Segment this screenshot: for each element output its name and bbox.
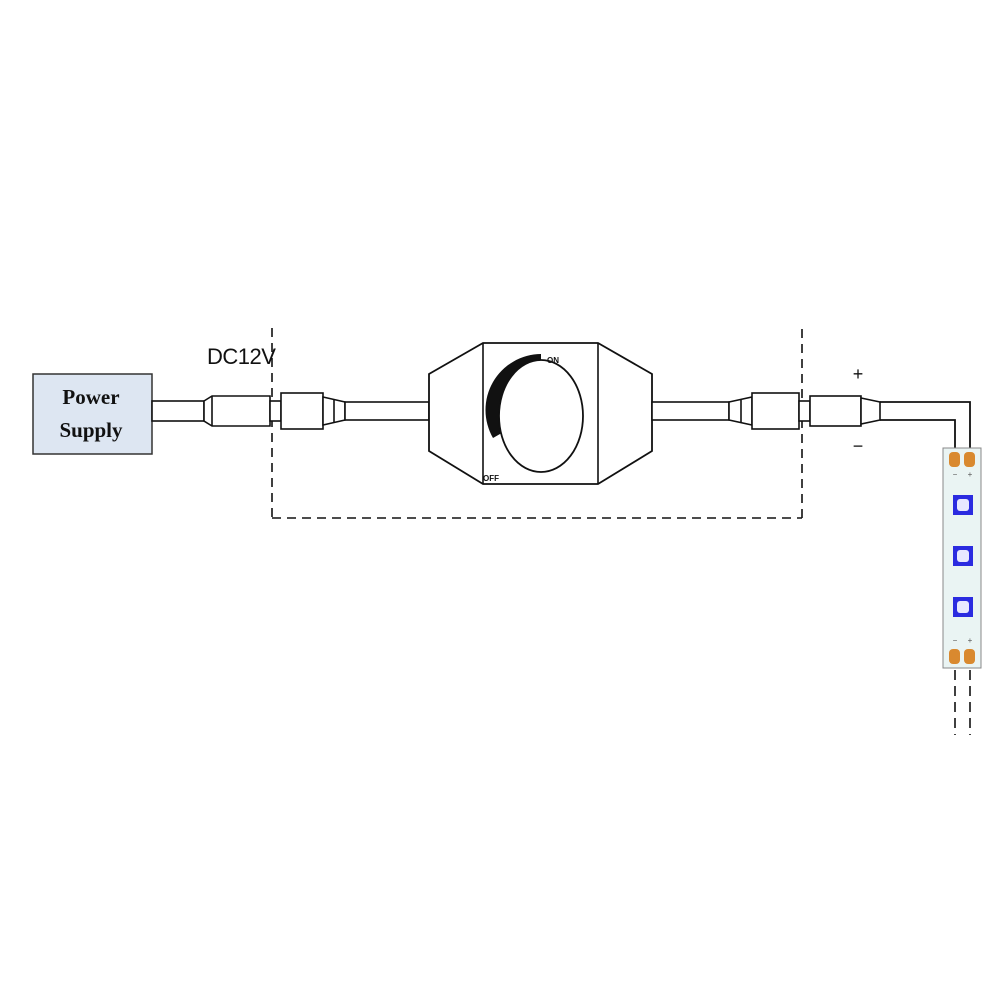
dimmer-off-label: OFF (483, 474, 499, 483)
dimmer-enclosure-dashed (271, 326, 803, 519)
power-supply-label-line2: Supply (59, 418, 123, 442)
input-cable (151, 400, 205, 422)
bottom-solder-pad-positive (964, 649, 975, 664)
led-chip (953, 546, 973, 566)
output-wires (880, 401, 971, 456)
dimmer-output-cable (651, 401, 730, 421)
input-dc-connector (203, 392, 346, 430)
top-solder-pad-positive (964, 452, 975, 467)
bottom-pad-negative-label: − (953, 636, 958, 645)
top-solder-pad-negative (949, 452, 960, 467)
strip-continuation-dashed (954, 670, 971, 735)
led-chip (953, 495, 973, 515)
power-supply-label-line1: Power (62, 385, 119, 409)
bottom-pad-positive-label: + (968, 636, 973, 645)
bottom-solder-pad-negative (949, 649, 960, 664)
polarity-positive-label: + (853, 364, 864, 384)
dimmer-input-cable (344, 401, 430, 421)
top-pad-negative-label: − (953, 470, 958, 479)
polarity-negative-label: − (853, 436, 864, 456)
dimmer-knob[interactable] (485, 354, 584, 473)
led-chip (953, 597, 973, 617)
top-pad-positive-label: + (968, 470, 973, 479)
output-dc-connector (728, 392, 881, 430)
voltage-label: DC12V (207, 344, 276, 369)
power-supply-box: Power Supply (32, 373, 153, 455)
led-strip: − + − + (942, 447, 982, 669)
dimmer-on-label: ON (547, 356, 559, 365)
